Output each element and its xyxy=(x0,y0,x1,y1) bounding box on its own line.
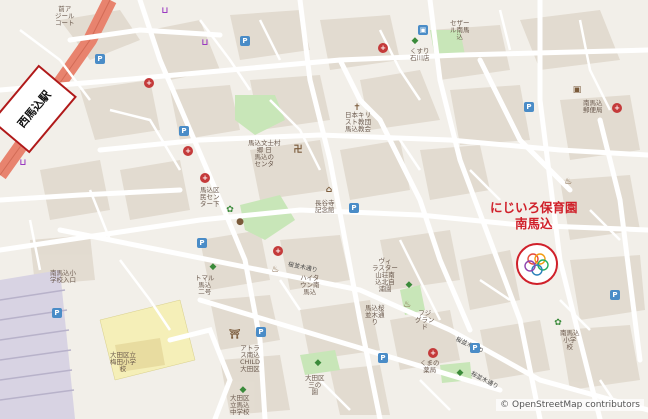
pharmacy-label: くまの 薬局 xyxy=(420,359,440,374)
parking-icon[interactable]: P xyxy=(197,238,207,248)
hospital-icon[interactable]: + xyxy=(273,246,283,256)
poi-label: トマル 馬込 二号 xyxy=(195,274,215,296)
poi-label: 馬込区 民セン ター下 xyxy=(200,186,220,208)
parking-icon[interactable]: P xyxy=(378,353,388,363)
destination-title: にじいろ保育園 xyxy=(490,200,578,215)
shrine-icon[interactable]: ⛩ xyxy=(229,330,241,340)
poi-label: アトラ ス南込 CHILD 大田区 xyxy=(240,344,260,373)
shop-icon[interactable]: ⊔ xyxy=(161,6,169,16)
shop-icon[interactable]: ◆ xyxy=(314,358,322,368)
shop-icon[interactable]: ✿ xyxy=(226,205,234,215)
poi-label: ヴィ ラスター 山荘南 込北自 浦園 xyxy=(372,257,398,293)
church-icon[interactable]: ✝ xyxy=(353,103,361,113)
poi-label: くすり 石川店 xyxy=(410,47,430,62)
poi-label: 大田区 三の 園 xyxy=(305,374,325,396)
map-attribution[interactable]: © OpenStreetMap contributors xyxy=(496,399,644,411)
church-label: 日本キリ スト教団 馬込教会 xyxy=(345,111,371,133)
shop-icon[interactable]: ⊔ xyxy=(19,158,27,168)
poi-label: 長谷寺 記念館 xyxy=(315,199,335,214)
parking-icon[interactable]: P xyxy=(524,102,534,112)
poi-label: 南馬込 小学 校 xyxy=(560,329,580,351)
hospital-icon[interactable]: + xyxy=(612,103,622,113)
shop-icon[interactable]: ⊔ xyxy=(201,38,209,48)
poi-label: 馬込桜 並木通 り xyxy=(365,304,385,326)
cafe-icon[interactable]: ♨ xyxy=(270,265,280,275)
hospital-icon[interactable]: + xyxy=(200,173,210,183)
bus-icon[interactable]: ▣ xyxy=(572,85,582,95)
parking-icon[interactable]: P xyxy=(52,308,62,318)
cafe-icon[interactable]: ♨ xyxy=(402,300,412,310)
parking-icon[interactable]: P xyxy=(240,36,250,46)
poi-label: 馬込文士村 郷 日 馬込の センタ xyxy=(248,139,281,168)
poi-label: セザー ル南馬 込 xyxy=(450,19,470,41)
parking-icon[interactable]: P xyxy=(610,290,620,300)
destination-subtitle: 南馬込 xyxy=(515,216,553,231)
station-sign: 西馬込駅 xyxy=(0,52,77,154)
cafe-icon[interactable]: ● xyxy=(236,217,244,227)
hospital-icon[interactable]: + xyxy=(144,78,154,88)
poi-label: 前ア ジール コート xyxy=(55,5,75,27)
poi-label: フジ グラン ド xyxy=(415,309,435,331)
shop-icon[interactable]: ◆ xyxy=(456,368,464,378)
shop-icon[interactable]: ✿ xyxy=(554,318,562,328)
museum-icon[interactable]: ⌂ xyxy=(325,185,333,195)
hospital-icon[interactable]: + xyxy=(378,43,388,53)
shop-icon[interactable]: ◆ xyxy=(411,36,419,46)
parking-icon[interactable]: P xyxy=(349,203,359,213)
post-office-label: 南馬込 郵便局 xyxy=(583,99,603,114)
cafe-icon[interactable]: ♨ xyxy=(563,177,573,187)
school-label: 大田区立 梅田小学 校 xyxy=(110,351,136,373)
poi-label: 大田区 立馬込 中学校 xyxy=(230,394,250,416)
parking-icon[interactable]: P xyxy=(256,327,266,337)
poi-label: ハイタ ウン南 馬込 xyxy=(300,274,320,296)
destination-label: にじいろ保育園 南馬込 xyxy=(490,200,578,232)
shop-icon[interactable]: ◆ xyxy=(209,262,217,272)
station-name: 西馬込駅 xyxy=(15,88,54,131)
shop-icon[interactable]: ◆ xyxy=(405,280,413,290)
hospital-icon[interactable]: + xyxy=(428,348,438,358)
parking-icon[interactable]: P xyxy=(179,126,189,136)
shop-icon[interactable]: ◆ xyxy=(239,385,247,395)
parking-icon[interactable]: P xyxy=(470,343,480,353)
temple-icon[interactable]: 卍 xyxy=(293,145,303,155)
rainbow-logo-icon xyxy=(524,253,549,276)
parking-icon[interactable]: P xyxy=(95,54,105,64)
hospital-icon[interactable]: + xyxy=(183,146,193,156)
bus-icon[interactable]: ▣ xyxy=(418,25,428,35)
destination-marker[interactable] xyxy=(516,243,558,285)
poi-label: 南馬込小 学校入口 xyxy=(50,269,76,284)
